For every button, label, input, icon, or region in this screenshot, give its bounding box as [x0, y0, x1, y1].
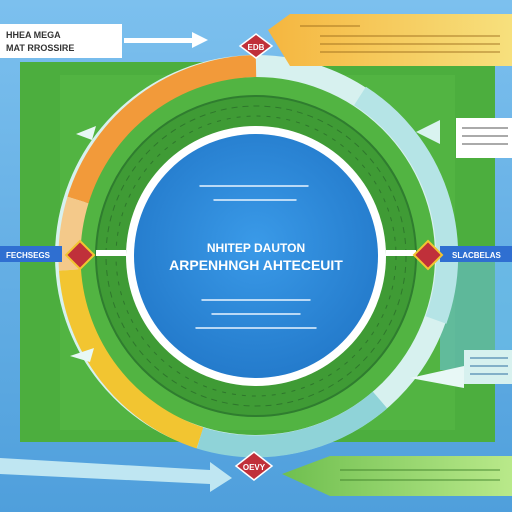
lower-right-pointer-arrow: [410, 366, 464, 388]
left-connector: [96, 250, 126, 256]
lower-right-info-card: [464, 350, 512, 384]
ring-segment-teal-right: [353, 86, 459, 324]
ring-segment-tan: [58, 196, 89, 271]
right-banner: [440, 246, 512, 262]
top-right-yellow-arrow: [268, 14, 512, 66]
left-banner: [0, 246, 62, 262]
bottom-badge-label: OEVY: [243, 463, 266, 472]
lower-right-card-lines: [470, 357, 508, 375]
bottom-right-arrow-text-lines: [340, 469, 500, 481]
left-upper-pointer: [76, 126, 96, 140]
right-info-card: [456, 118, 512, 158]
left-lower-pointer: [70, 348, 94, 362]
top-left-label-line2: MAT RROSSIRE: [6, 43, 74, 53]
top-right-arrow-text-lines: [300, 25, 500, 53]
left-badge: [64, 239, 96, 271]
top-badge: EDB: [238, 33, 274, 59]
top-left-label-line1: HHEA MEGA: [6, 30, 61, 40]
center-title-line1: NHITEP DAUTON: [207, 241, 305, 255]
right-info-card-lines: [462, 127, 508, 145]
center-pool: [134, 134, 378, 378]
top-left-arrow: [124, 32, 208, 48]
ring-segment-teal-bottom: [196, 391, 388, 458]
left-banner-label: FECHSEGS: [6, 251, 51, 260]
ring-segment-orange: [67, 55, 257, 204]
right-banner-label: SLACBELAS: [452, 251, 502, 260]
center-title-line2: ARPENHNGH AHTECEUIT: [169, 257, 343, 273]
bottom-left-arrow: [0, 458, 232, 492]
right-connector: [386, 250, 416, 256]
bottom-right-green-arrow: [282, 456, 512, 496]
ring-segment-yellow: [59, 269, 204, 449]
right-badge: [412, 239, 444, 271]
bottom-badge: OEVY: [234, 451, 274, 481]
right-pointer-arrow: [416, 120, 440, 144]
center-decor-lines: [195, 185, 317, 329]
top-badge-label: EDB: [248, 43, 265, 52]
top-left-label-box: [0, 24, 122, 58]
